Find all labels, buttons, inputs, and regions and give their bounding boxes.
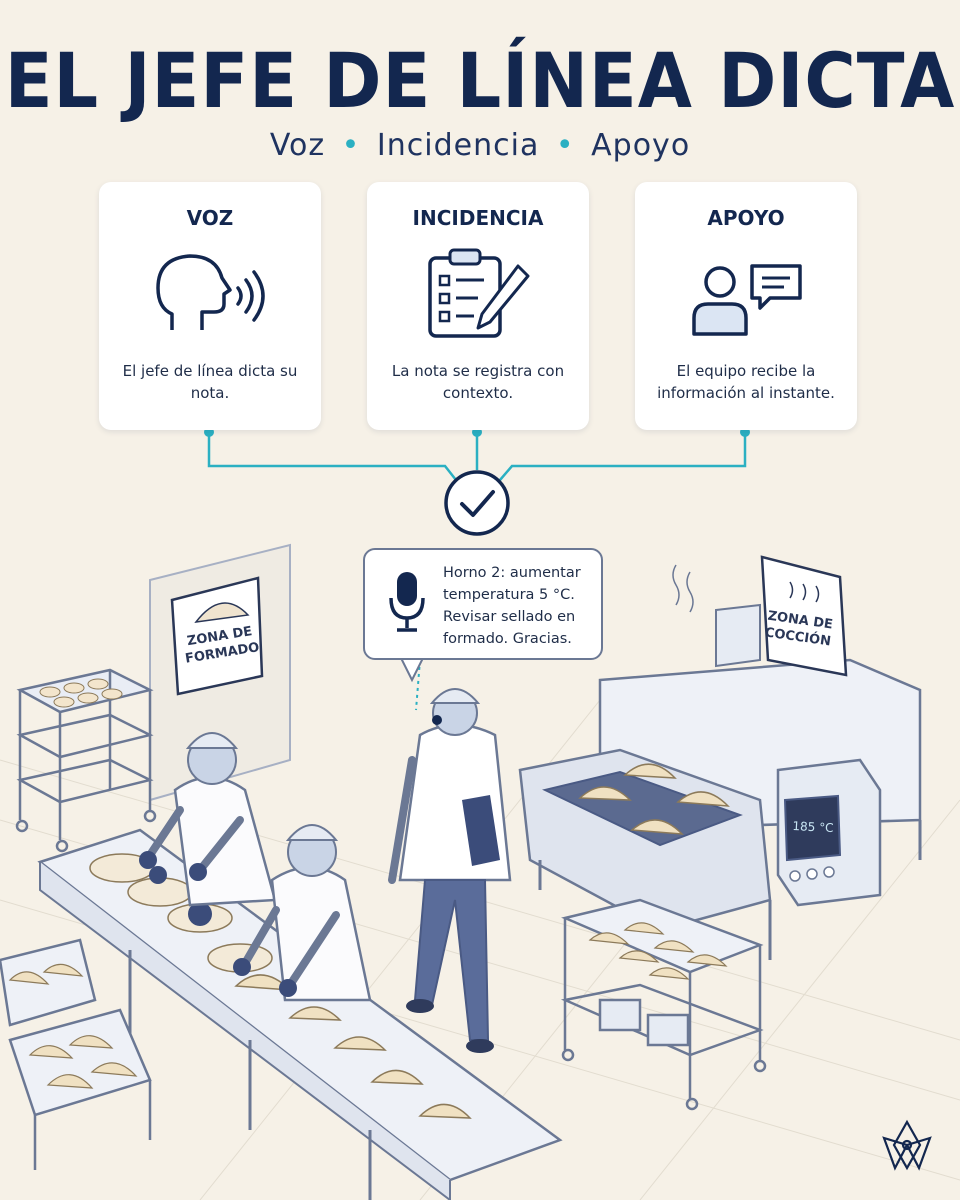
card-heading: INCIDENCIA	[412, 206, 544, 230]
rack-cart-left	[15, 668, 157, 853]
tray-empanadas	[8, 963, 138, 1089]
person-chat-icon	[692, 264, 802, 336]
subtitle-item: Incidencia	[376, 128, 540, 163]
subtitle-item: Voz	[269, 128, 326, 163]
filling	[149, 866, 167, 884]
connectors	[207, 432, 747, 481]
worker-2	[233, 824, 372, 1002]
card-heading: APOYO	[707, 206, 785, 230]
rack-cart-right	[560, 898, 767, 1111]
clipboard-pencil-icon	[428, 248, 530, 338]
speaking-head-icon	[156, 254, 265, 330]
page-title: EL JEFE DE LÍNEA DICTA	[4, 36, 956, 126]
subtitle: Voz • Incidencia • Apoyo	[0, 128, 960, 163]
check-circle-icon	[444, 470, 510, 536]
worker-1	[139, 732, 277, 907]
card-text: La nota se registra con contexto.	[391, 362, 565, 402]
empanadas-oven	[578, 763, 730, 835]
rack-pastries	[39, 678, 123, 708]
cart-empanadas	[588, 922, 728, 980]
card-text: El equipo recibe la información al insta…	[657, 362, 835, 402]
trays-left	[0, 938, 152, 1170]
card-apoyo: APOYO El equipo recibe la información al…	[635, 182, 857, 430]
filling	[188, 902, 212, 926]
sign-formado	[170, 576, 264, 696]
card-text: El jefe de línea dicta su nota.	[122, 362, 298, 402]
card-heading: VOZ	[186, 206, 234, 230]
subtitle-separator: •	[555, 128, 575, 163]
card-voz: VOZ El jefe de línea dicta su nota.	[99, 182, 321, 430]
card-incidencia: INCIDENCIA La nota se registra con conte…	[367, 182, 589, 430]
dough-discs	[89, 853, 273, 973]
subtitle-item: Apoyo	[591, 128, 691, 163]
bubble-pointer-dots	[415, 659, 421, 711]
speech-bubble: Horno 2: aumentar temperatura 5 °C. Revi…	[363, 548, 603, 660]
subtitle-separator: •	[341, 128, 361, 163]
microphone-icon	[389, 572, 425, 632]
empanadas-belt	[234, 974, 472, 1119]
bubble-tail	[399, 655, 425, 683]
sign-coccion	[760, 555, 848, 677]
oven-display: 185 °C	[792, 818, 834, 836]
flower-logo-icon	[882, 1119, 932, 1171]
line-chief	[388, 688, 512, 1053]
bubble-text: Horno 2: aumentar temperatura 5 °C. Revi…	[443, 565, 581, 647]
